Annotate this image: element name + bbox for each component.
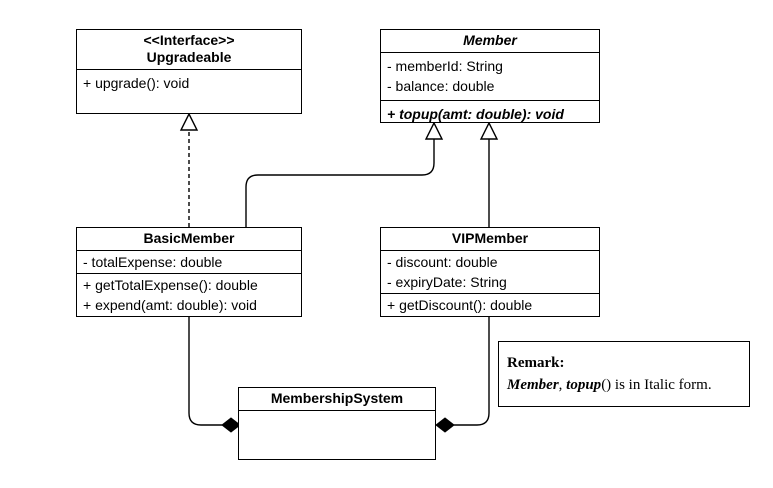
methods-section: + upgrade(): void xyxy=(77,70,301,97)
remark-topup: topup xyxy=(566,377,602,393)
class-name-vipmember: VIPMember xyxy=(381,228,599,251)
attribute-balance: - balance: double xyxy=(387,78,495,94)
generalization-line-basicmember-member xyxy=(245,139,435,227)
generalization-arrowhead-vip xyxy=(479,121,499,140)
attributes-section: - totalExpense: double xyxy=(77,251,301,274)
remark-title: Remark: xyxy=(507,355,565,371)
method-gettotalexpense: + getTotalExpense(): double xyxy=(83,277,258,293)
method-topup: + topup(amt: double): void xyxy=(387,106,564,122)
remark-text: Member, topup() is in Italic form. xyxy=(507,374,741,396)
attribute-discount: - discount: double xyxy=(387,254,498,270)
attributes-section: - memberId: String - balance: double xyxy=(381,53,599,101)
composition-diamond-right xyxy=(435,417,455,433)
class-vipmember[interactable]: VIPMember - discount: double - expiryDat… xyxy=(380,227,600,317)
remark-rest: () is in Italic form. xyxy=(601,377,712,393)
class-membershipsystem[interactable]: MembershipSystem xyxy=(238,387,436,460)
methods-section: + topup(amt: double): void xyxy=(381,101,599,128)
class-name-basicmember: BasicMember xyxy=(77,228,301,251)
class-name-upgradeable: Upgradeable xyxy=(146,49,232,65)
class-name-membershipsystem: MembershipSystem xyxy=(239,388,435,411)
class-member[interactable]: Member - memberId: String - balance: dou… xyxy=(380,29,600,123)
attribute-expirydate: - expiryDate: String xyxy=(387,274,507,290)
attribute-totalexpense: - totalExpense: double xyxy=(83,254,223,270)
stereotype-label: <<Interface>> xyxy=(143,32,235,48)
method-getdiscount: + getDiscount(): double xyxy=(387,297,533,313)
methods-section: + getTotalExpense(): double + expend(amt… xyxy=(77,274,301,319)
attributes-section: - discount: double - expiryDate: String xyxy=(381,251,599,294)
class-header-upgradeable: <<Interface>> Upgradeable xyxy=(77,30,301,70)
method-expend: + expend(amt: double): void xyxy=(83,297,257,313)
class-name-member: Member xyxy=(381,30,599,53)
class-basicmember[interactable]: BasicMember - totalExpense: double + get… xyxy=(76,227,302,317)
class-upgradeable[interactable]: <<Interface>> Upgradeable + upgrade(): v… xyxy=(76,29,302,114)
composition-line-basicmember-system xyxy=(188,317,222,426)
remark-sep: , xyxy=(558,377,567,393)
methods-section: + getDiscount(): double xyxy=(381,294,599,319)
attribute-memberid: - memberId: String xyxy=(387,58,503,74)
composition-line-vipmember-system xyxy=(454,317,490,426)
remark-note: Remark: Member, topup() is in Italic for… xyxy=(498,341,750,407)
realization-arrowhead xyxy=(179,112,199,131)
method-upgrade: + upgrade(): void xyxy=(83,75,190,91)
generalization-arrowhead-basic xyxy=(424,121,444,140)
remark-member: Member xyxy=(507,377,559,393)
